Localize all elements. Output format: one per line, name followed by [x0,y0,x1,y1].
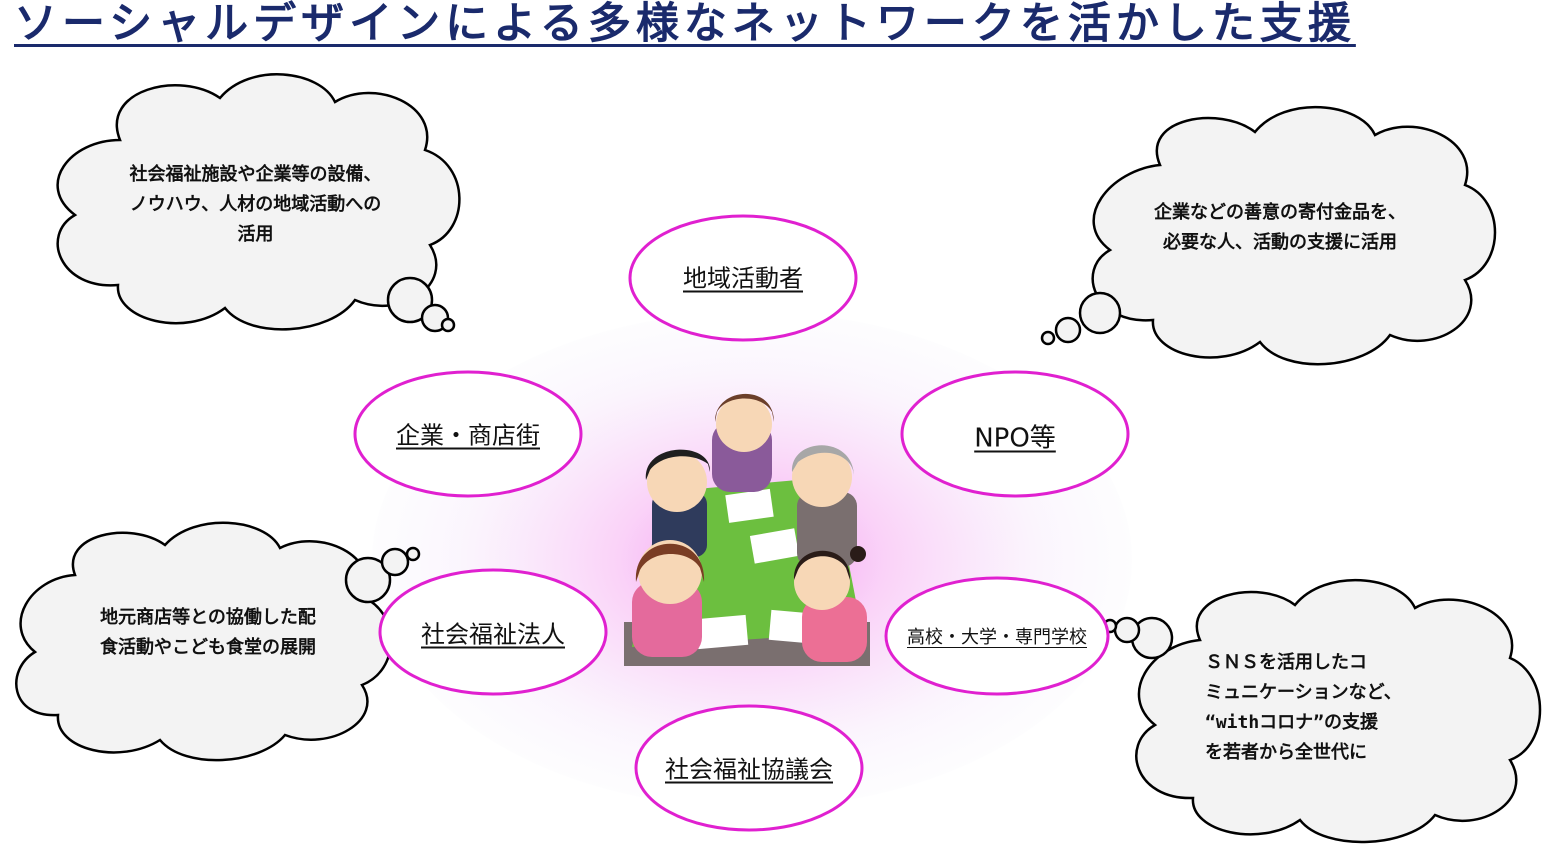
label-npo: NPO等 [974,423,1056,454]
label-community-activists: 地域活動者 [683,264,803,293]
label-businesses: 企業・商店街 [396,421,540,450]
ellipse-businesses [353,370,583,498]
cloud-text-top-left: 社会福祉施設や企業等の設備、 ノウハウ、人材の地域活動への 活用 [129,164,382,245]
ellipse-social-welfare-corp [378,568,608,696]
cloud-text-bottom-left: 地元商店等との協働した配 食活動やこども食堂の展開 [100,607,316,658]
label-schools: 高校・大学・専門学校 [907,627,1087,648]
ellipse-npo [900,370,1130,498]
ellipse-community-activists [628,214,858,342]
thought-cloud-bottom-right [1102,578,1542,844]
cloud-text-bottom-right: ＳＮＳを活用したコ ミュニケーションなど、 “withコロナ”の支援 を若者から… [1205,652,1402,763]
thought-cloud-top-right [1040,105,1497,366]
thought-cloud-bottom-left [15,521,421,762]
label-welfare-council: 社会福祉協議会 [665,755,833,784]
ellipse-schools [884,576,1110,696]
meeting-people-illustration [624,393,870,666]
thought-cloud-top-left [56,73,461,333]
ellipse-welfare-council [634,704,864,832]
page-title: ソーシャルデザインによる多様なネットワークを活かした支援 [14,0,1356,49]
cloud-text-top-right: 企業などの善意の寄付金品を、 必要な人、活動の支援に活用 [1154,202,1406,253]
label-social-welfare-corp: 社会福祉法人 [421,620,565,649]
